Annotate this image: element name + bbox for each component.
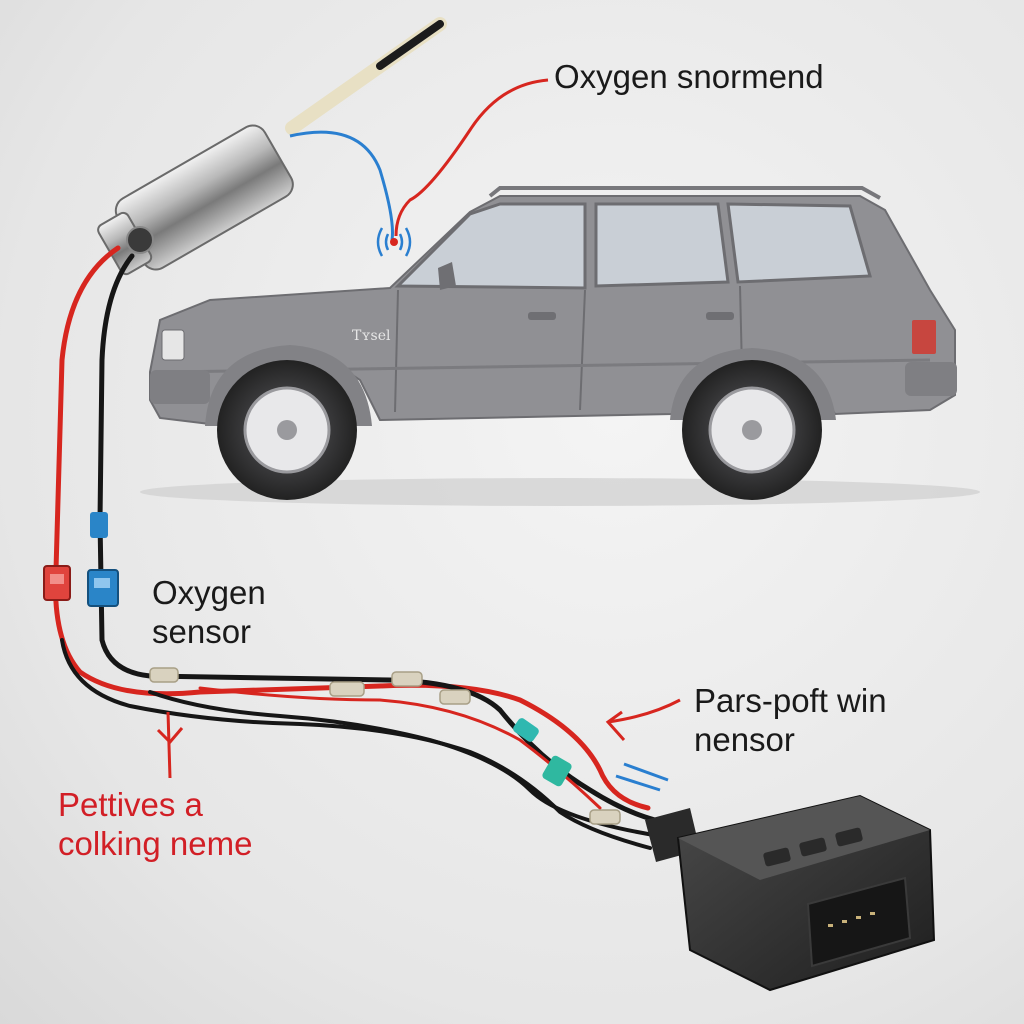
label-pettives: Pettives a colking neme bbox=[58, 786, 252, 864]
arrow-icon bbox=[156, 711, 184, 779]
oxygen-sensor-icon bbox=[97, 17, 447, 276]
arrow-icon-blue bbox=[615, 762, 669, 792]
label-oxygen-sensor: Oxygen sensor bbox=[152, 574, 266, 652]
label-oxygen-sensor-line1: Oxygen bbox=[152, 574, 266, 611]
car-badge-text: Tʏsel bbox=[352, 328, 391, 344]
obd-connector-icon bbox=[645, 794, 936, 992]
signal-waves-icon bbox=[376, 227, 412, 257]
label-oxygen-snormend: Oxygen snormend bbox=[554, 58, 824, 95]
wire-connector-red bbox=[43, 565, 71, 601]
label-pars-poft-line2: nensor bbox=[694, 720, 795, 758]
label-pettives-line1: Pettives a bbox=[58, 786, 203, 823]
label-pars-poft-line1: Pars-poft win bbox=[694, 682, 887, 719]
wire-connector-blue bbox=[87, 512, 119, 607]
suv-icon bbox=[140, 186, 980, 506]
wire-splices bbox=[149, 667, 621, 825]
heat-shrink-teal bbox=[513, 718, 572, 787]
label-pars-poft: Pars-poft win nensor bbox=[694, 682, 887, 760]
label-oxygen-sensor-line2: sensor bbox=[152, 612, 252, 650]
label-pettives-line2: colking neme bbox=[58, 824, 253, 862]
arrow-icon-right bbox=[605, 698, 681, 741]
